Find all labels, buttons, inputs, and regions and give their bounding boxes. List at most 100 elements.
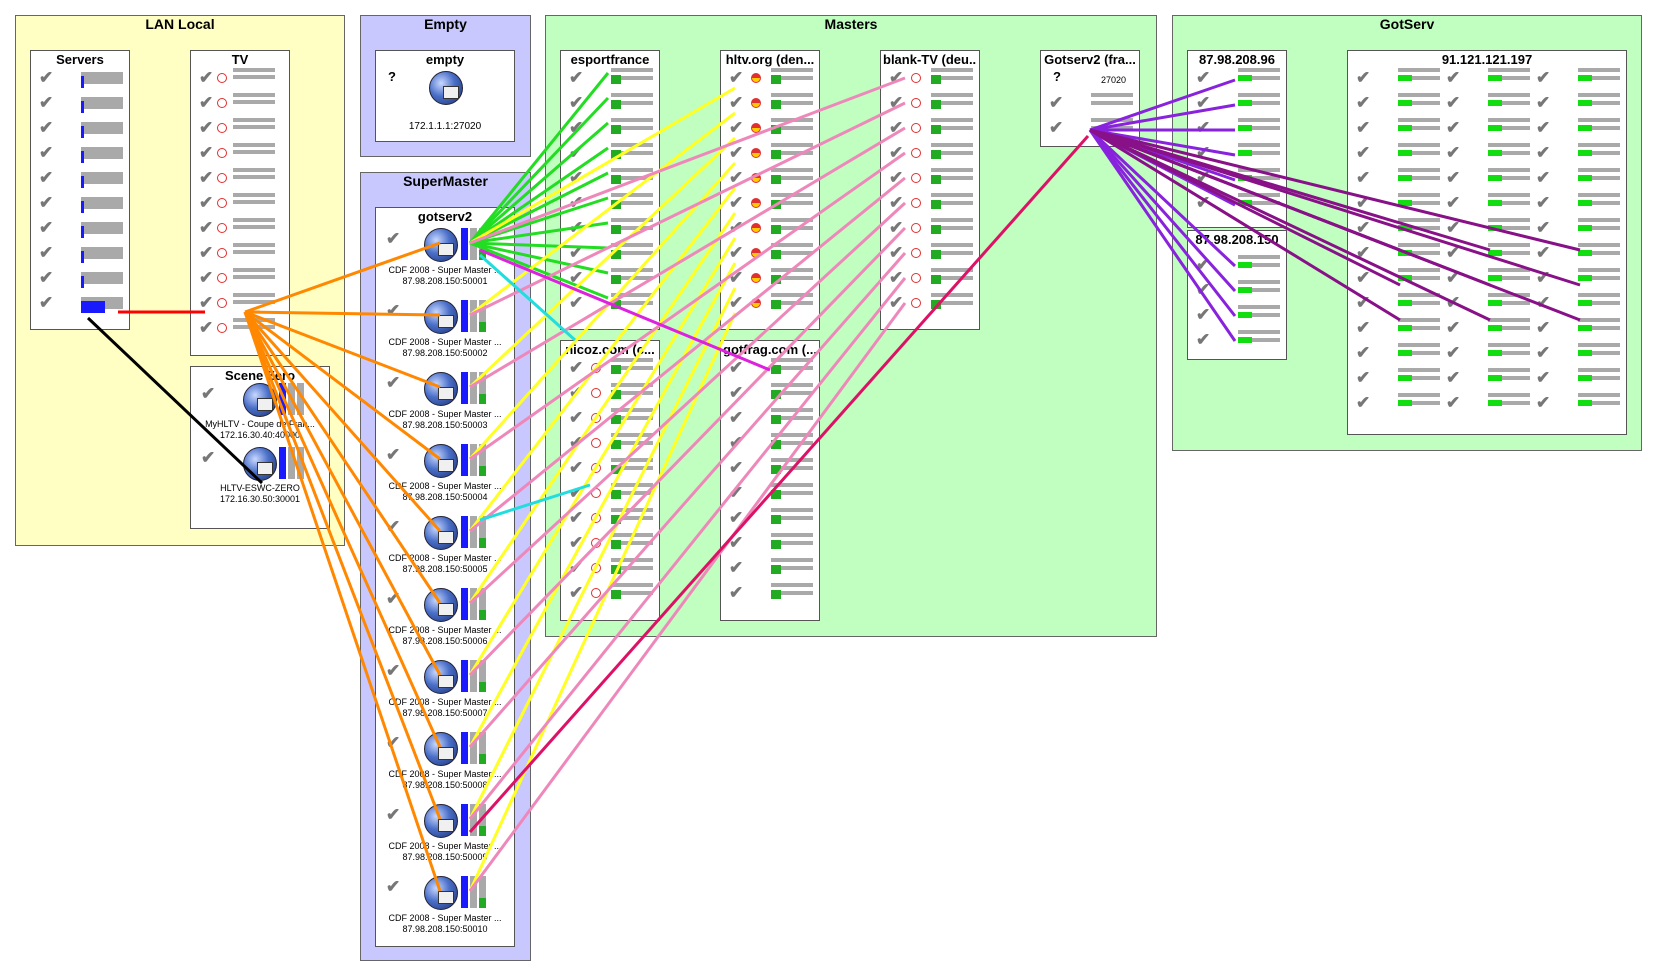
server-row[interactable]: ✔: [1446, 67, 1536, 89]
server-row[interactable]: ✔: [569, 217, 659, 239]
panel-blank-tv[interactable]: blank-TV (deu... ✔✔✔✔✔✔✔✔✔✔: [880, 50, 980, 330]
server-row[interactable]: ✔: [889, 242, 979, 264]
hltv-globe-icon[interactable]: [243, 447, 277, 481]
hltv-globe-icon[interactable]: [424, 228, 458, 262]
server-row[interactable]: ✔: [1356, 192, 1446, 214]
server-row[interactable]: ✔: [1446, 242, 1536, 264]
server-row[interactable]: ✔: [729, 167, 819, 189]
server-row[interactable]: ✔: [729, 217, 819, 239]
panel-gotserv2-fra[interactable]: Gotserv2 (fra... ? 27020 ✔✔: [1040, 50, 1140, 147]
server-row[interactable]: ✔: [1356, 317, 1446, 339]
server-row[interactable]: ✔: [889, 167, 979, 189]
hltv-globe-icon[interactable]: [424, 516, 458, 550]
server-row[interactable]: ✔: [729, 507, 819, 529]
server-row[interactable]: ✔: [199, 292, 289, 314]
server-row[interactable]: ✔: [569, 582, 659, 604]
server-row[interactable]: ✔: [39, 117, 129, 139]
server-row[interactable]: ✔: [889, 117, 979, 139]
server-row[interactable]: ✔: [39, 142, 129, 164]
server-row[interactable]: ✔: [729, 67, 819, 89]
server-row[interactable]: ✔: [1356, 117, 1446, 139]
hltv-globe-icon[interactable]: [424, 444, 458, 478]
server-row[interactable]: ✔: [569, 407, 659, 429]
server-row[interactable]: ✔: [569, 432, 659, 454]
server-row[interactable]: ✔: [889, 267, 979, 289]
panel-ip-87-98-208-96[interactable]: 87.98.208.96 ✔✔✔✔✔✔: [1187, 50, 1287, 228]
server-row[interactable]: ✔: [729, 267, 819, 289]
server-row[interactable]: ✔: [889, 217, 979, 239]
server-row[interactable]: ✔: [569, 242, 659, 264]
panel-gotserv2-supermaster[interactable]: gotserv2 ✔CDF 2008 - Super Master ...87.…: [375, 207, 515, 947]
server-row[interactable]: ✔: [729, 407, 819, 429]
server-row[interactable]: ✔: [1196, 254, 1286, 276]
server-row[interactable]: ✔: [199, 217, 289, 239]
server-row[interactable]: ✔: [729, 357, 819, 379]
server-row[interactable]: ✔: [569, 532, 659, 554]
server-row[interactable]: ✔: [1536, 167, 1626, 189]
server-row[interactable]: ✔: [199, 317, 289, 339]
server-row[interactable]: ✔: [199, 167, 289, 189]
panel-ip-91-121-121-197[interactable]: 91.121.121.197 ✔✔✔✔✔✔✔✔✔✔✔✔✔✔✔✔✔✔✔✔✔✔✔✔✔…: [1347, 50, 1627, 435]
server-row[interactable]: ✔: [1446, 317, 1536, 339]
hltv-globe-icon[interactable]: [424, 300, 458, 334]
server-row[interactable]: ✔: [1356, 242, 1446, 264]
panel-gotfrag-com[interactable]: gotfrag.com (... ✔✔✔✔✔✔✔✔✔✔: [720, 340, 820, 621]
server-row[interactable]: ✔: [729, 582, 819, 604]
server-row[interactable]: ✔: [569, 292, 659, 314]
server-row[interactable]: ✔: [1446, 92, 1536, 114]
server-row[interactable]: ✔: [889, 192, 979, 214]
server-row[interactable]: ✔: [729, 557, 819, 579]
server-row[interactable]: ✔: [1446, 167, 1536, 189]
server-row[interactable]: ✔: [1446, 217, 1536, 239]
server-row[interactable]: ✔: [889, 142, 979, 164]
server-row[interactable]: ✔: [569, 267, 659, 289]
server-row[interactable]: ✔: [39, 67, 129, 89]
panel-ip-87-98-208-150[interactable]: 87.98.208.150 ✔✔✔✔: [1187, 230, 1287, 360]
hltv-globe-icon[interactable]: [429, 71, 463, 105]
server-row[interactable]: ✔: [729, 382, 819, 404]
server-row[interactable]: ✔: [569, 117, 659, 139]
server-row[interactable]: ✔: [1446, 267, 1536, 289]
server-row[interactable]: ✔: [729, 117, 819, 139]
server-row[interactable]: ✔: [729, 92, 819, 114]
server-row[interactable]: ✔: [1536, 292, 1626, 314]
server-row[interactable]: ✔: [1356, 142, 1446, 164]
server-row[interactable]: ✔: [569, 92, 659, 114]
server-row[interactable]: ✔: [729, 432, 819, 454]
server-row[interactable]: ✔: [889, 292, 979, 314]
server-row[interactable]: ✔: [729, 192, 819, 214]
server-row[interactable]: ✔: [1446, 142, 1536, 164]
server-row[interactable]: ✔: [569, 357, 659, 379]
server-row[interactable]: ✔: [1536, 317, 1626, 339]
server-row[interactable]: ✔: [199, 267, 289, 289]
server-row[interactable]: ✔: [569, 67, 659, 89]
server-row[interactable]: ✔: [1356, 267, 1446, 289]
server-row[interactable]: ✔: [1196, 117, 1286, 139]
server-row[interactable]: ✔: [1536, 367, 1626, 389]
server-row[interactable]: ✔: [39, 217, 129, 239]
server-row[interactable]: ✔: [1356, 67, 1446, 89]
panel-scene-zero[interactable]: Scene Zero ✔MyHLTV - Coupe de Fran...172…: [190, 366, 330, 529]
hltv-globe-icon[interactable]: [424, 588, 458, 622]
server-row[interactable]: ✔: [1356, 92, 1446, 114]
server-row[interactable]: ✔: [1446, 392, 1536, 414]
server-row[interactable]: ✔: [1356, 392, 1446, 414]
server-row[interactable]: ✔: [1196, 167, 1286, 189]
server-row[interactable]: ✔: [1536, 117, 1626, 139]
hltv-globe-icon[interactable]: [424, 732, 458, 766]
server-row[interactable]: ✔: [1446, 367, 1536, 389]
server-row[interactable]: ✔: [39, 242, 129, 264]
server-row[interactable]: ✔: [1536, 217, 1626, 239]
server-row[interactable]: ✔: [1536, 342, 1626, 364]
server-row[interactable]: ✔: [199, 117, 289, 139]
server-row[interactable]: ✔: [1049, 92, 1139, 114]
server-row[interactable]: ✔: [569, 507, 659, 529]
server-row[interactable]: ✔: [1196, 329, 1286, 351]
server-row[interactable]: ✔: [729, 292, 819, 314]
server-row[interactable]: ✔: [1356, 292, 1446, 314]
panel-empty[interactable]: empty ? 172.1.1.1:27020: [375, 50, 515, 142]
server-row[interactable]: ✔: [1196, 192, 1286, 214]
panel-servers[interactable]: Servers ✔✔✔✔✔✔✔✔✔✔: [30, 50, 130, 330]
server-row[interactable]: ✔: [199, 142, 289, 164]
server-row[interactable]: ✔: [569, 457, 659, 479]
